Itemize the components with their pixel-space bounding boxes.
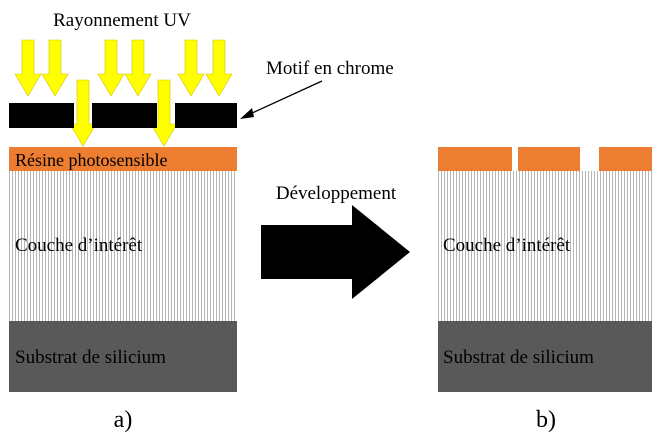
layer-of-interest-b xyxy=(438,171,652,321)
layer-of-interest xyxy=(9,171,237,321)
chrome-block xyxy=(175,103,237,128)
resist-layer xyxy=(9,147,237,171)
process-arrow xyxy=(261,205,410,299)
uv-arrow xyxy=(177,39,205,97)
uv-arrow xyxy=(41,39,69,97)
uv-arrows xyxy=(14,39,233,147)
uv-radiation-label: Rayonnement UV xyxy=(53,10,191,31)
chrome-pattern-label: Motif en chrome xyxy=(266,58,394,79)
uv-arrow-through xyxy=(69,79,97,147)
chrome-block xyxy=(92,103,157,128)
chrome-mask xyxy=(9,103,237,128)
chrome-block xyxy=(9,103,74,128)
layer-of-interest-label-b: Couche d’intérêt xyxy=(443,235,571,256)
uv-arrow xyxy=(205,39,233,97)
development-label: Développement xyxy=(276,183,397,204)
resist-block xyxy=(438,147,512,171)
layer-of-interest-label: Couche d’intérêt xyxy=(15,235,143,256)
panel-a-label: a) xyxy=(114,407,133,433)
patterned-resist xyxy=(438,147,652,171)
resist-block xyxy=(518,147,580,171)
uv-arrow xyxy=(124,39,152,97)
uv-arrow xyxy=(14,39,42,97)
silicon-substrate-b xyxy=(438,321,652,392)
substrate-label: Substrat de silicium xyxy=(15,347,166,368)
resist-block xyxy=(599,147,652,171)
uv-arrow xyxy=(97,39,125,97)
chrome-pointer-arrow xyxy=(240,80,323,119)
panel-b-label: b) xyxy=(536,407,556,433)
substrate-label-b: Substrat de silicium xyxy=(443,347,594,368)
resist-label: Résine photosensible xyxy=(15,150,167,170)
silicon-substrate xyxy=(9,321,237,392)
